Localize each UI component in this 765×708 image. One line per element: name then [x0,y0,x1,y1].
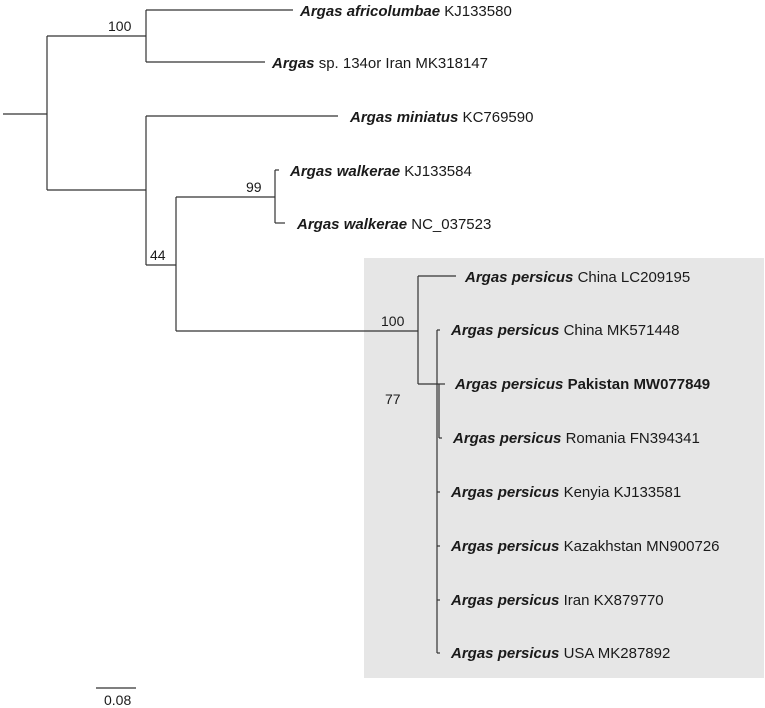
genus-name: Argas [271,55,315,72]
genus-name: Argas [454,376,498,393]
genus-name: Argas [450,538,494,555]
taxon-label: Argas sp. 134or Iran MK318147 [271,55,488,72]
taxon-label: Argas persicus China MK571448 [450,322,680,339]
scale-bar-label: 0.08 [104,692,131,708]
genus-name: Argas [450,592,494,609]
species-epithet: persicus [508,269,574,286]
genus-name: Argas [450,322,494,339]
accession: China MK571448 [559,322,679,339]
accession: Pakistan MW077849 [563,376,710,393]
persicus-clade-highlight [364,258,764,678]
genus-name: Argas [452,430,496,447]
taxon-label: Argas africolumbae KJ133580 [299,3,512,20]
taxon-label: Argas walkerae NC_037523 [296,216,491,233]
species-epithet: miniatus [393,109,459,126]
species-epithet: persicus [494,592,560,609]
genus-name: Argas [450,645,494,662]
taxon-label: Argas persicus Pakistan MW077849 [454,376,710,393]
species-epithet: africolumbae [343,3,441,20]
accession: NC_037523 [407,216,491,233]
genus-name: Argas [464,269,508,286]
species-epithet: persicus [498,376,564,393]
bootstrap-label: 77 [385,391,401,407]
taxon-label: Argas persicus Kazakhstan MN900726 [450,538,720,555]
accession: KC769590 [458,109,533,126]
genus-name: Argas [299,3,343,20]
species-epithet: persicus [496,430,562,447]
accession: KJ133584 [400,163,472,180]
genus-name: Argas [450,484,494,501]
genus-name: Argas [349,109,393,126]
accession: USA MK287892 [559,645,670,662]
accession: Iran KX879770 [559,592,663,609]
genus-name: Argas [296,216,340,233]
bootstrap-label: 100 [108,18,132,34]
species-epithet: persicus [494,484,560,501]
genus-name: Argas [289,163,333,180]
accession: Kazakhstan MN900726 [559,538,719,555]
taxon-label: Argas persicus China LC209195 [464,269,690,286]
taxon-label: Argas persicus Kenyia KJ133581 [450,484,681,501]
taxon-label: Argas persicus USA MK287892 [450,645,670,662]
bootstrap-values: 100 99 44 100 77 [108,18,405,407]
species-epithet: walkerae [340,216,408,233]
tree-branches [3,9,456,689]
species-epithet: walkerae [333,163,401,180]
bootstrap-label: 44 [150,247,166,263]
taxon-label: Argas miniatus KC769590 [349,109,533,126]
accession: Romania FN394341 [561,430,699,447]
taxon-label: Argas persicus Iran KX879770 [450,592,664,609]
accession: Kenyia KJ133581 [559,484,681,501]
accession: China LC209195 [573,269,690,286]
taxon-label: Argas walkerae KJ133584 [289,163,472,180]
species-epithet: persicus [494,322,560,339]
taxon-label: Argas persicus Romania FN394341 [452,430,700,447]
accession: KJ133580 [440,3,512,20]
species-epithet: persicus [494,645,560,662]
bootstrap-label: 99 [246,179,262,195]
species-epithet: persicus [494,538,560,555]
accession: sp. 134or Iran MK318147 [315,55,488,72]
bootstrap-label: 100 [381,313,405,329]
